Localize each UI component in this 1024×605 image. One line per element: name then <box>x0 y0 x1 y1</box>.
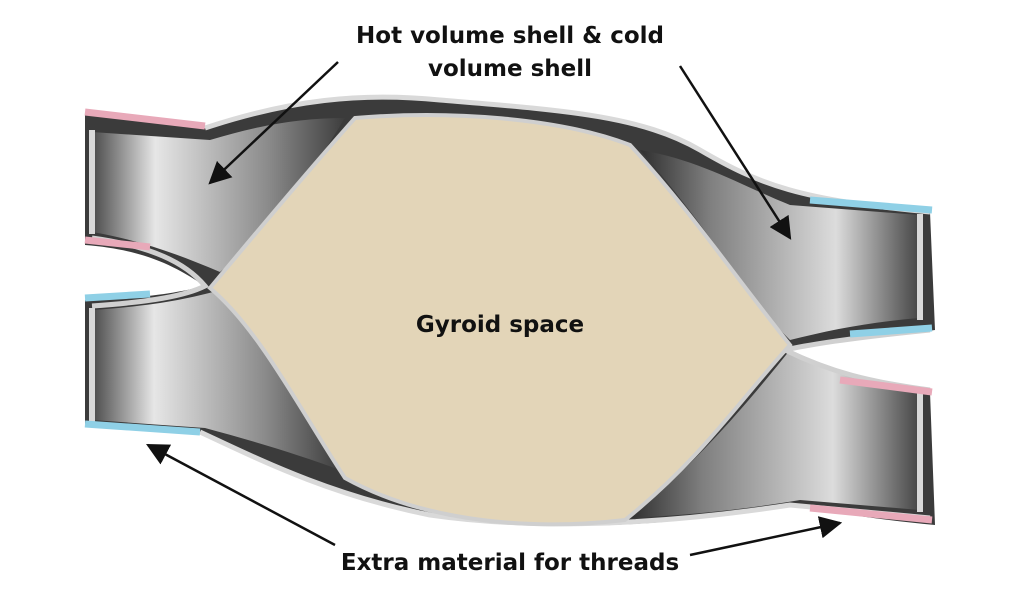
cold-outlet-pipe <box>640 150 920 340</box>
thread-band-bottom-right-inner <box>809 504 933 524</box>
thread-band-bottom-left <box>84 290 151 302</box>
arrow-to-left-threads <box>146 443 336 547</box>
gyroid-core <box>207 113 793 527</box>
thread-band-bottom-right <box>839 376 933 396</box>
shells-label-line1: Hot volume shell & cold <box>356 23 664 49</box>
arrow-to-hot-shell <box>208 61 339 185</box>
shells-label: Hot volume shell & cold volume shell <box>300 20 720 86</box>
threads-label: Extra material for threads <box>340 550 680 576</box>
arrow-to-right-threads <box>689 516 843 557</box>
shells-label-line2: volume shell <box>427 56 593 82</box>
thread-band-top-left <box>84 108 206 130</box>
shell-wall-bottom <box>198 429 931 527</box>
thread-band-top-right <box>809 196 933 214</box>
shell-wall <box>204 94 931 215</box>
thread-band-bottom-left-inner <box>84 420 201 436</box>
arrow-to-cold-shell <box>678 65 792 240</box>
hot-outlet-pipe <box>630 350 920 518</box>
gyroid-label: Gyroid space <box>415 312 585 338</box>
thread-band-top-left-inner <box>84 236 151 251</box>
hot-inlet-pipe <box>92 118 345 272</box>
thread-band-top-right-inner <box>849 324 933 338</box>
cold-inlet-pipe <box>92 290 340 470</box>
